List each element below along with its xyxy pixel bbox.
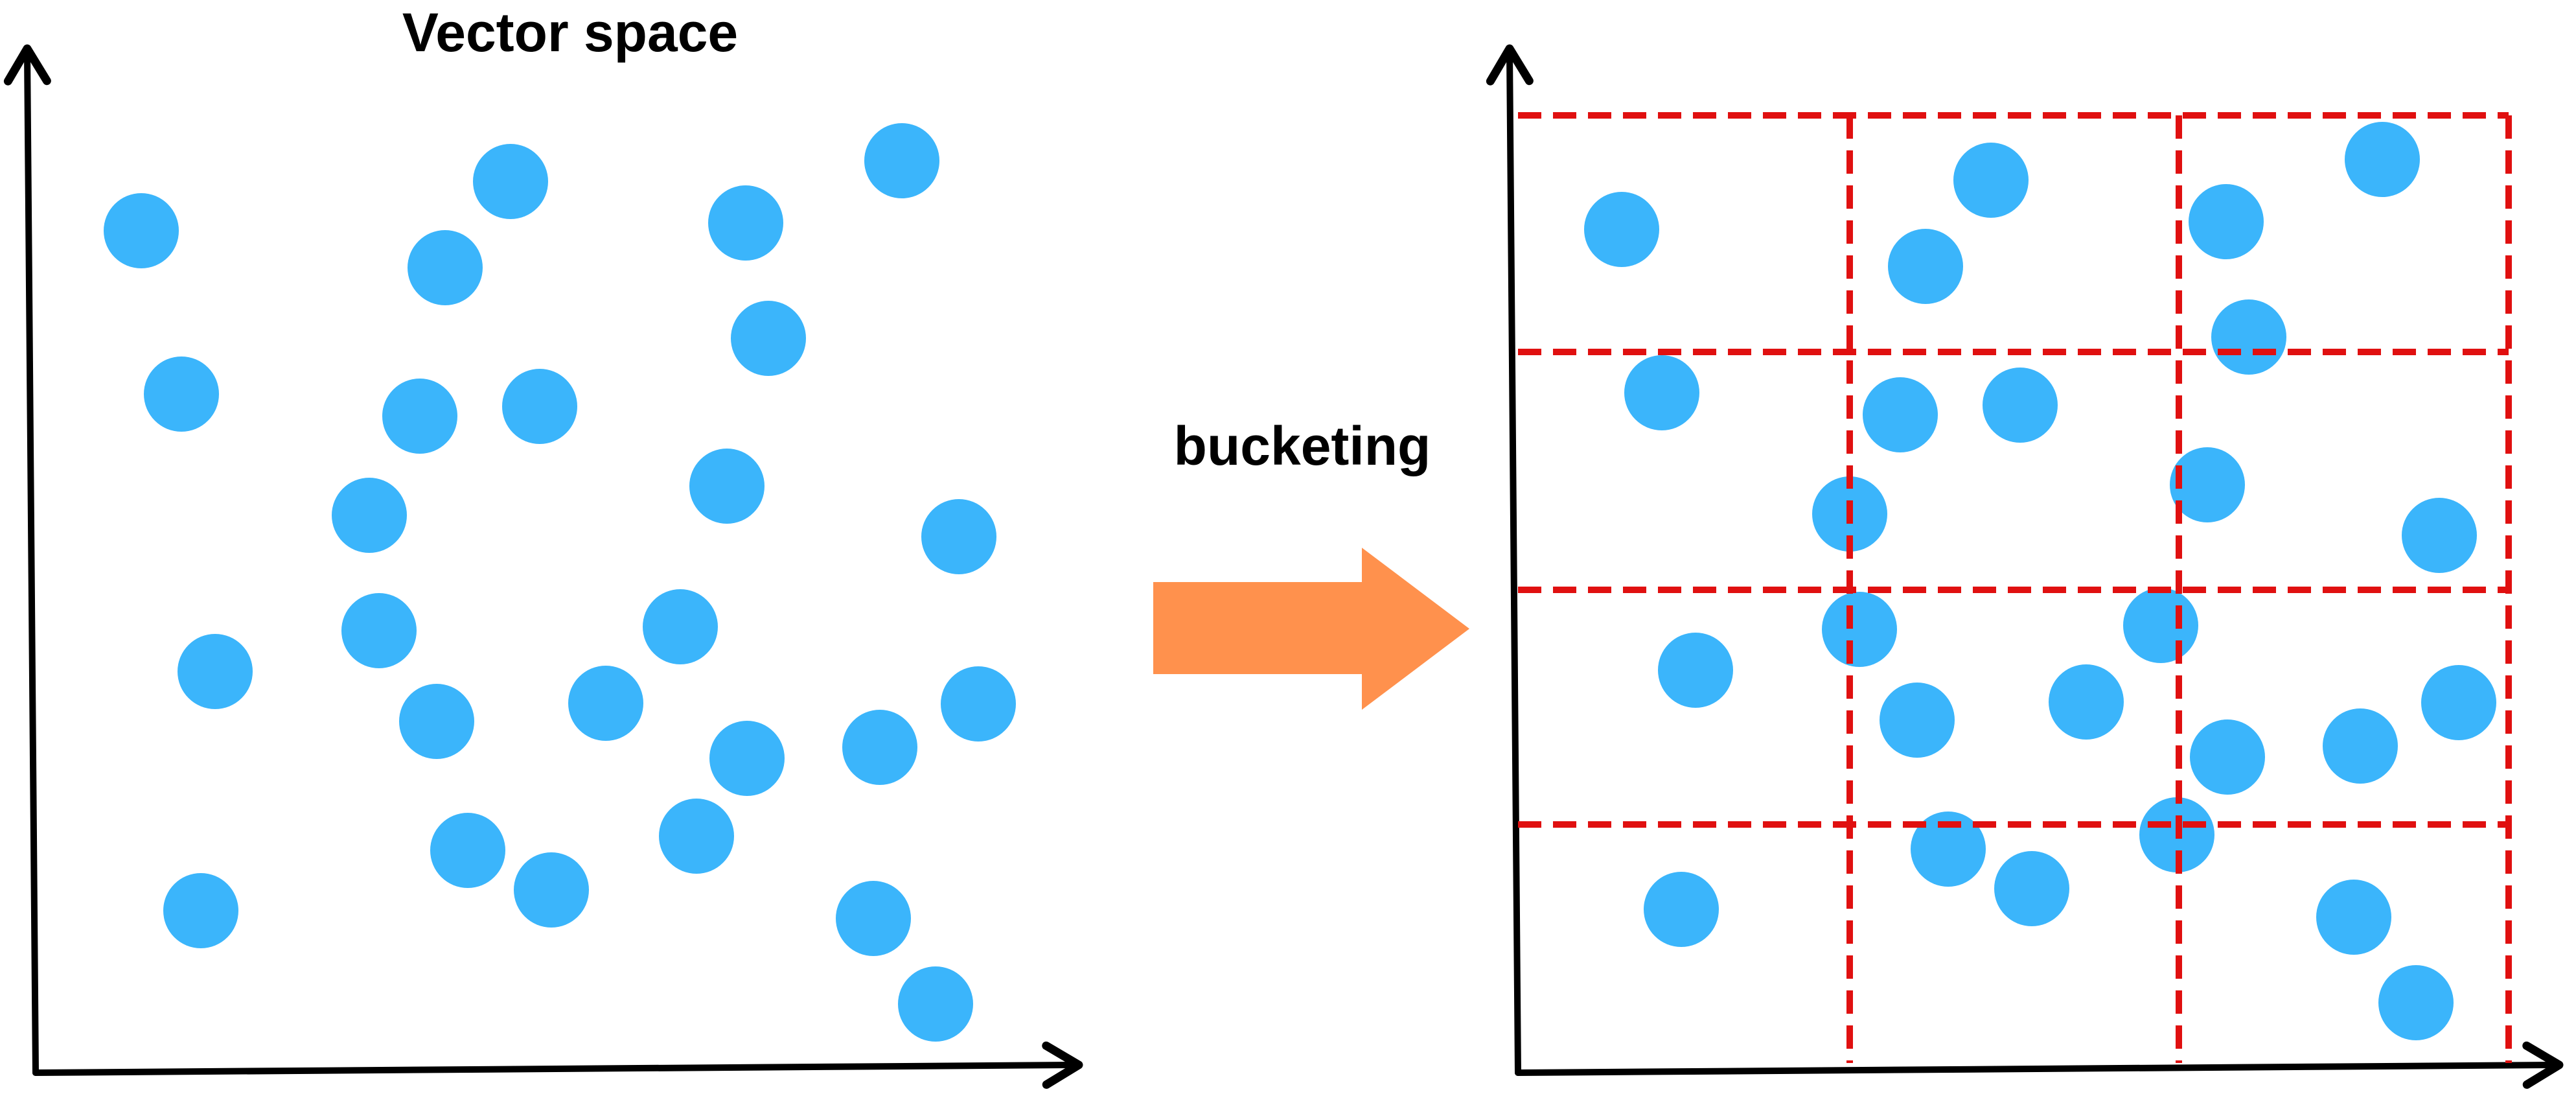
bucketed-point [1624, 355, 1699, 430]
bucketed-point [2378, 965, 2454, 1040]
vector-point [430, 813, 505, 888]
vector-point [514, 852, 589, 928]
vector-point [144, 356, 219, 432]
bucketed-space-points [1584, 122, 2496, 1040]
bucketed-point [1983, 368, 2058, 443]
bucketed-point [1953, 143, 2029, 218]
vector-point [341, 593, 417, 668]
vector-point [689, 449, 765, 524]
vector-point [898, 966, 973, 1042]
bucketed-point [2123, 588, 2198, 663]
bucketed-point [1584, 192, 1659, 267]
vector-point [568, 666, 643, 741]
bucketed-point [1888, 229, 1963, 304]
bucketed-point [2190, 719, 2265, 795]
bucketed-point [2189, 184, 2264, 259]
bucketed-point [2211, 299, 2286, 375]
bucketed-point [2323, 708, 2398, 784]
vector-space-points [104, 123, 1016, 1042]
vector-space-panel [3, 44, 1083, 1089]
vector-point [659, 799, 734, 874]
bucketed-point [1911, 812, 1986, 887]
bucketed-space-x-axis [1515, 1041, 2564, 1089]
bucketed-space-panel [1486, 44, 2564, 1089]
vector-space-x-axis [32, 1041, 1083, 1089]
bucketed-point [1822, 592, 1897, 667]
vector-point [731, 301, 806, 376]
bucketed-point [2345, 122, 2420, 197]
bucketed-space-y-axis [1486, 44, 1534, 1076]
bucketed-point [2316, 880, 2391, 955]
vector-point [382, 379, 457, 454]
vector-point [473, 144, 548, 219]
bucketed-point [2049, 664, 2124, 740]
vector-point [502, 369, 577, 444]
vector-space-y-axis [3, 44, 51, 1076]
bucketed-point [1644, 872, 1719, 947]
bucketing-label: bucketing [1173, 415, 1431, 476]
vector-point [104, 193, 179, 268]
bucketed-point [1880, 683, 1955, 758]
vector-point [708, 185, 783, 261]
vector-point [864, 123, 939, 198]
vector-point [178, 634, 253, 709]
vector-point [332, 478, 407, 553]
bucket-grid [1518, 112, 2512, 1063]
vector-point [836, 881, 911, 956]
vector-point [842, 710, 917, 785]
vector-point [408, 230, 483, 305]
vector-point [163, 873, 238, 948]
vector-point [941, 666, 1016, 742]
bucketed-point [2421, 665, 2496, 740]
vector-point [921, 499, 996, 574]
vector-point [643, 589, 718, 664]
vector-point [709, 721, 785, 796]
bucketed-point [1863, 377, 1938, 452]
bucketed-point [1658, 633, 1733, 708]
bucketed-point [1994, 851, 2069, 926]
vector-point [399, 684, 474, 759]
bucketing-arrow [1153, 548, 1469, 710]
diagram-title: Vector space [402, 2, 739, 63]
transform-arrow [1153, 548, 1469, 710]
bucketed-point [2170, 447, 2245, 522]
bucketed-point [2402, 498, 2477, 573]
